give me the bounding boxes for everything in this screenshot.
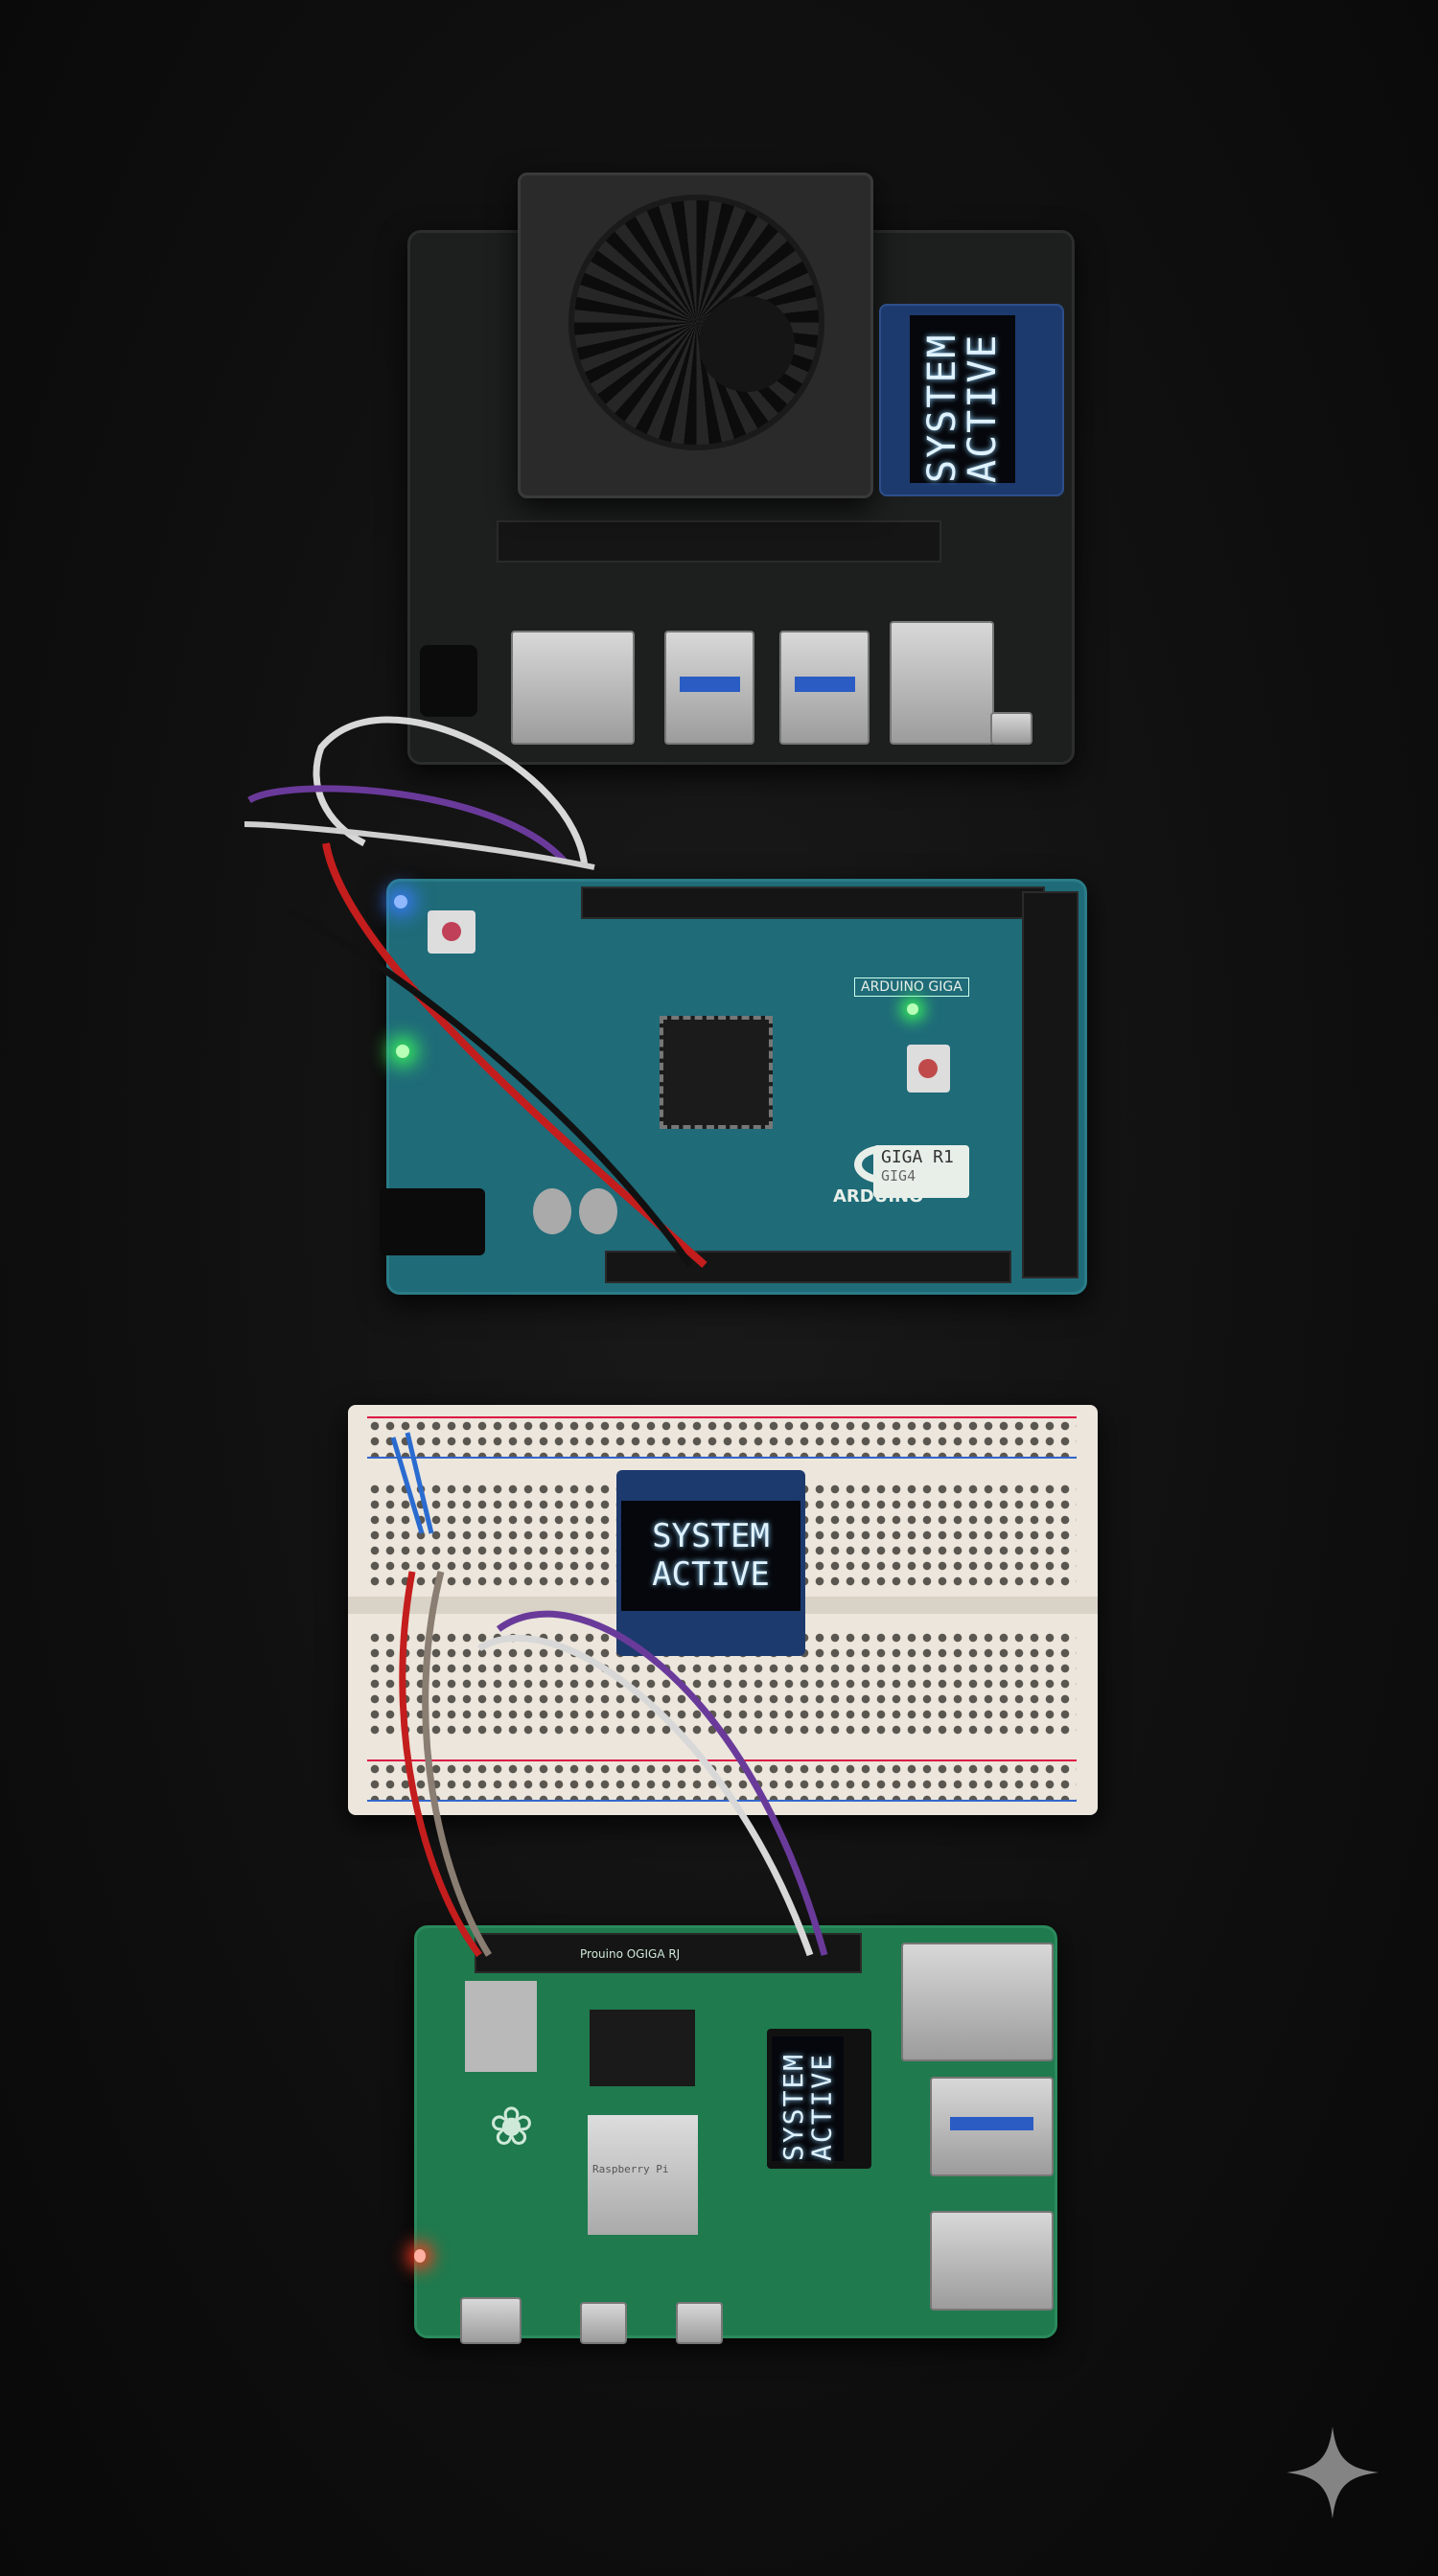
silk-text: Prouino OGIGA RJ (580, 1947, 681, 1961)
wire-purple (496, 1610, 828, 1956)
wire-purple (247, 785, 568, 865)
oled-text-line2: ACTIVE (652, 1554, 770, 1594)
digital-header (581, 886, 1045, 919)
usb-port (779, 631, 870, 745)
m2-slot (497, 520, 941, 563)
wire-blue (390, 1432, 434, 1534)
raspberry-logo-icon: ❀ (489, 2096, 534, 2158)
analog-header (605, 1251, 1011, 1283)
micro-hdmi-port (676, 2302, 723, 2344)
capacitor (533, 1188, 571, 1234)
oled-text-line1: SYSTEM (652, 1517, 770, 1556)
status-led-blue (394, 895, 407, 908)
wire-red (399, 1571, 482, 1958)
sparkle-icon (1287, 2426, 1379, 2518)
breadboard-oled: SYSTEM ACTIVE (616, 1470, 805, 1656)
reset-button[interactable] (428, 910, 475, 954)
ethernet-port (901, 1943, 1054, 2061)
ethernet-port (890, 621, 994, 745)
microcontroller-chip (660, 1016, 773, 1129)
wire-white (477, 1635, 814, 1957)
barrel-jack (380, 1188, 485, 1255)
model-label: GIGA R1 GIG4 (873, 1145, 969, 1198)
barrel-jack (420, 645, 477, 717)
usb-c-port (460, 2297, 522, 2344)
wire-red (322, 842, 707, 1268)
capacitor (579, 1188, 617, 1234)
heatsink-fan (518, 172, 873, 498)
usb-port (930, 2211, 1054, 2311)
boot-button[interactable] (907, 1045, 950, 1092)
micro-hdmi-port (580, 2302, 627, 2344)
dual-usb-port (511, 631, 635, 745)
fan-icon (568, 195, 824, 450)
status-led-green (907, 1003, 918, 1015)
jetson-oled: SYSTEM ACTIVE (879, 304, 1064, 496)
wireless-module (465, 1981, 537, 2072)
status-led-green (396, 1045, 409, 1058)
wire-black (286, 907, 693, 1268)
usb-port (664, 631, 754, 745)
wire-white (313, 716, 589, 868)
power-led-red (414, 2249, 426, 2263)
model-sub-text: GIG4 (881, 1167, 916, 1184)
usb-port (930, 2077, 1054, 2176)
ram-chip (590, 2010, 695, 2086)
board-label: ARDUINO GIGA (854, 978, 969, 997)
power-rail (367, 1416, 1077, 1459)
wire-white (244, 821, 595, 870)
soc-text: Raspberry Pi (592, 2163, 669, 2175)
wire-gray (422, 1571, 492, 1957)
model-text: GIGA R1 (881, 1147, 954, 1167)
raspberry-pi-board: Raspberry Pi Prouino OGIGA RJ ❀ (414, 1925, 1057, 2344)
soc: Raspberry Pi (588, 2115, 698, 2235)
pi-oled: SYSTEM ACTIVE (767, 2029, 871, 2169)
side-header (1022, 891, 1078, 1278)
micro-usb-port (990, 712, 1032, 745)
gpio-header (475, 1933, 862, 1973)
